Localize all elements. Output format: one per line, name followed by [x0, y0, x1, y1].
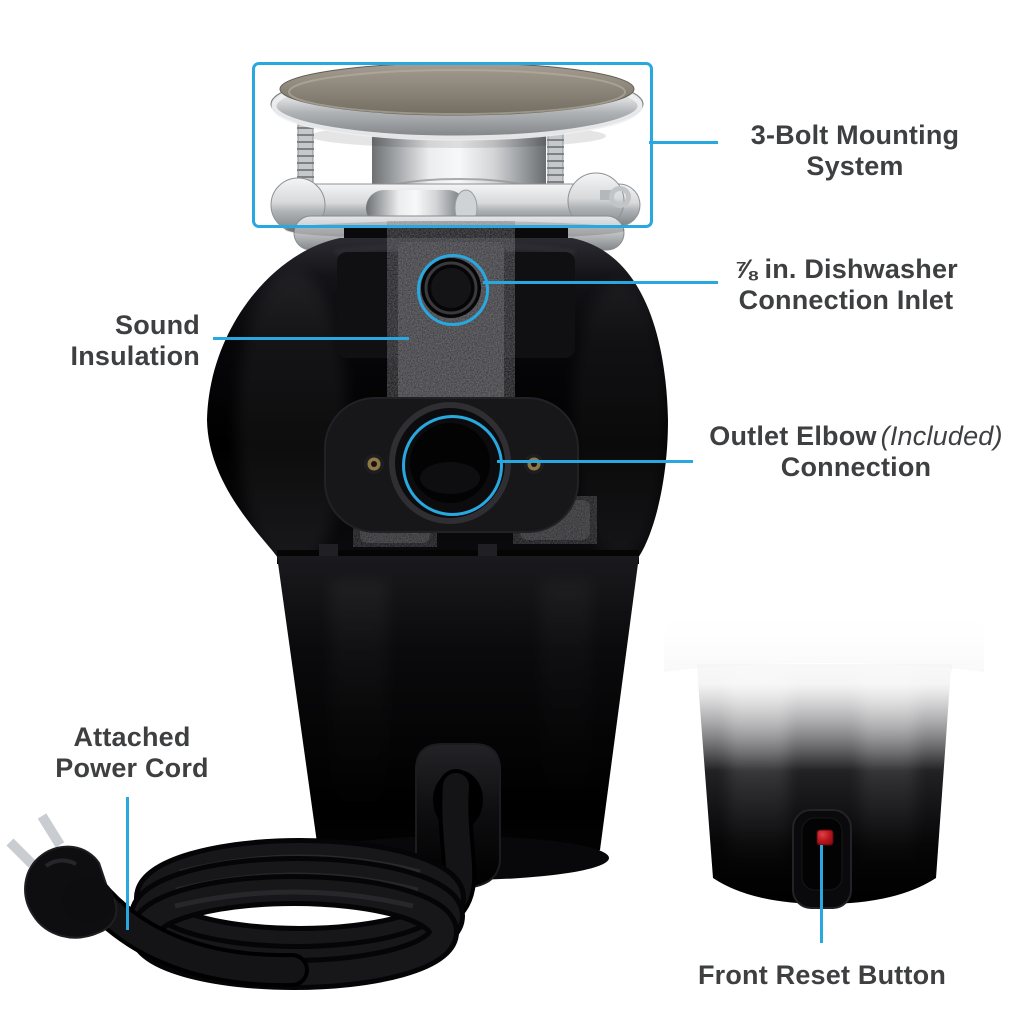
callout-line: System — [806, 151, 904, 181]
callout-line: Connection Inlet — [738, 285, 954, 315]
mounting-pointer-line — [649, 141, 718, 144]
callout-line: 3-Bolt Mounting — [750, 120, 960, 150]
reset-button — [816, 829, 834, 846]
dishwasher-pointer-line — [483, 281, 718, 284]
disposal-body — [207, 226, 668, 890]
callout-outlet-elbow: Outlet Elbow(Included) Connection — [688, 421, 1024, 483]
power-cord — [6, 769, 477, 990]
callout-line: Power Cord — [55, 753, 209, 783]
callout-power-cord: Attached Power Cord — [30, 722, 234, 784]
power-plug — [6, 813, 118, 939]
brass-insert-left — [364, 454, 384, 474]
callout-text-bold: Outlet Elbow — [709, 421, 877, 451]
callout-text-italic: (Included) — [880, 421, 1003, 451]
callout-reset-button: Front Reset Button — [655, 960, 989, 991]
callout-line: Connection — [780, 452, 932, 482]
callout-dishwasher-inlet: ⅞ in. Dishwasher Connection Inlet — [712, 254, 980, 316]
callout-line: Attached — [73, 722, 191, 752]
callout-line: Front Reset Button — [697, 960, 947, 990]
dishwasher-inlet-circle — [417, 254, 489, 326]
outlet-elbow-circle — [402, 415, 503, 516]
bottom-view-inset — [650, 598, 998, 909]
sink-flange — [270, 62, 644, 141]
callout-line: Insulation — [70, 341, 200, 371]
reset-button-pointer-line — [820, 845, 823, 943]
power-cord-pointer-line — [126, 797, 129, 930]
callout-sound-insulation: Sound Insulation — [20, 310, 200, 372]
callout-line: Sound — [115, 310, 200, 340]
mounting-highlight-box — [252, 62, 653, 228]
callout-line: ⅞ in. Dishwasher — [734, 254, 958, 284]
callout-line: Outlet Elbow(Included) — [688, 421, 1024, 452]
callout-mounting-system: 3-Bolt Mounting System — [715, 120, 995, 182]
sound-insulation-pointer-line — [213, 337, 409, 340]
brass-insert-right — [524, 454, 544, 474]
outlet-pointer-line — [497, 460, 693, 463]
